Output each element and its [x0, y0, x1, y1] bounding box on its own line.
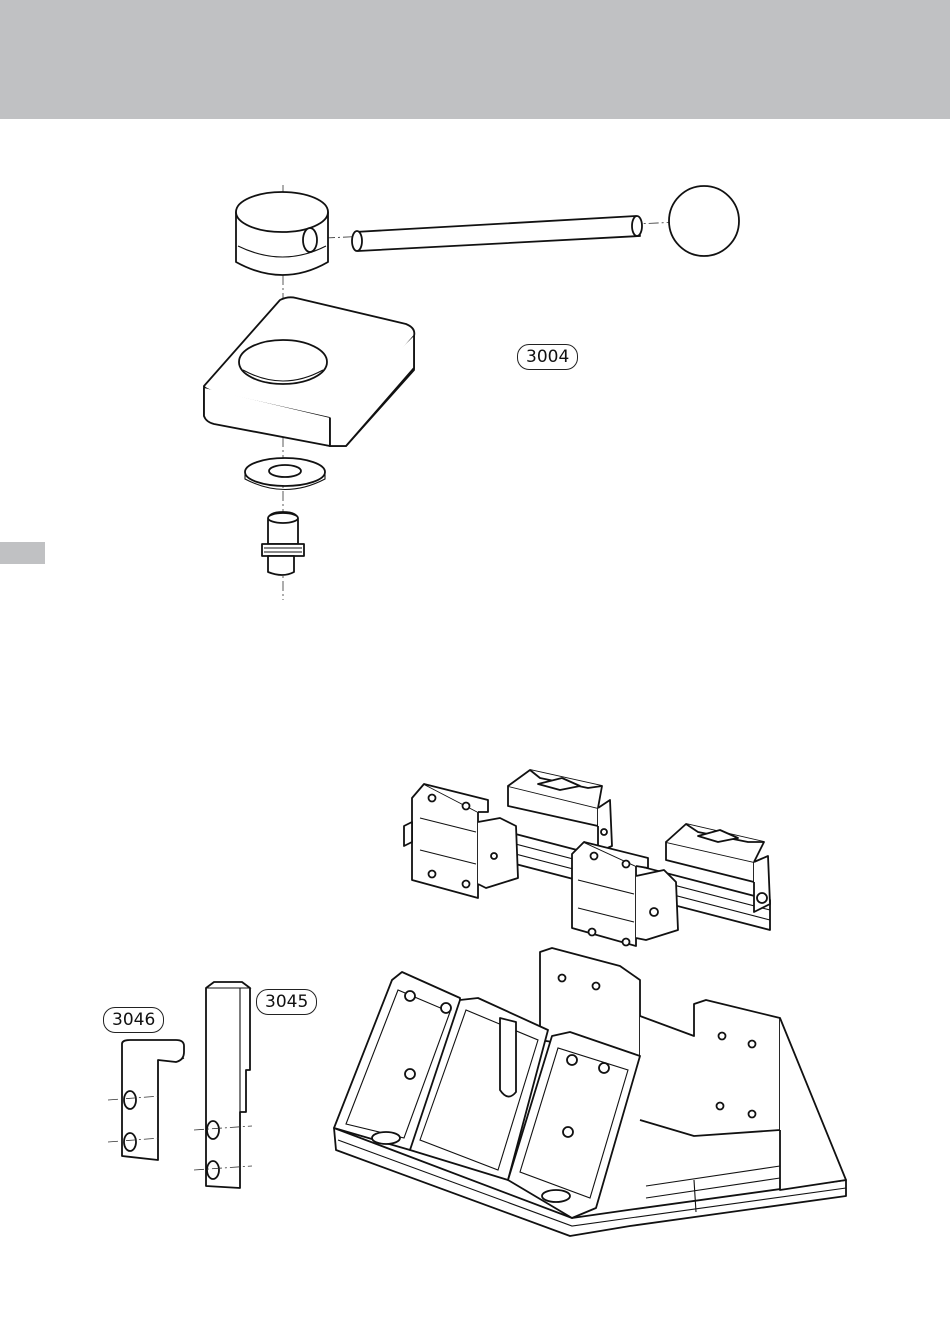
carriage-center: [572, 842, 678, 946]
carriage-left: [404, 784, 518, 898]
stepped-pin: [262, 512, 304, 575]
part-label-3045: 3045: [256, 989, 317, 1015]
base-casting: [334, 948, 846, 1236]
part-label-3046: 3046: [103, 1007, 164, 1033]
ball-knob: [669, 186, 739, 256]
tool-3004-assembly: [204, 185, 739, 600]
tool-3045-bar: [194, 982, 252, 1188]
base-plate: [204, 297, 414, 446]
mandrel-head: [236, 192, 328, 275]
guide-carriages-exploded: [404, 770, 770, 946]
tool-3046-bracket: [108, 1040, 184, 1160]
handle-bar: [352, 216, 642, 251]
part-label-3004: 3004: [517, 344, 578, 370]
washer: [245, 458, 325, 490]
